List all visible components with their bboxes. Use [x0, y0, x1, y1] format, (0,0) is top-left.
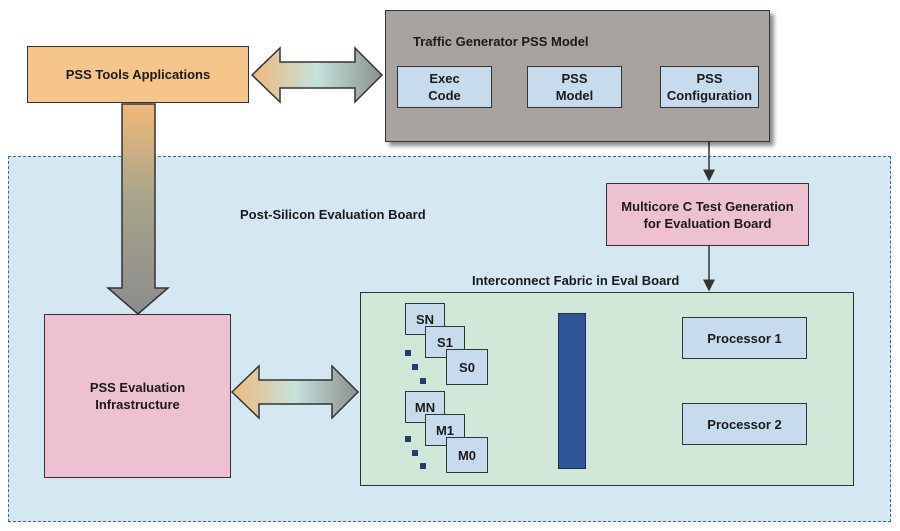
slave-s0-label: S0: [459, 359, 475, 375]
interconnect-fabric-label: Interconnect Fabric in Eval Board: [472, 273, 680, 288]
multicore-line1: Multicore C Test Generation: [621, 198, 794, 214]
pss-model-line2: Model: [555, 88, 594, 103]
slave-sn-label: SN: [415, 311, 435, 327]
processor-1-box: Processor 1: [682, 317, 807, 359]
processor-2-label: Processor 2: [707, 416, 782, 432]
evaluation-board-label: Post-Silicon Evaluation Board: [240, 207, 426, 222]
tools-traffic-double-arrow: [250, 46, 384, 104]
processor-2-box: Processor 2: [682, 403, 807, 445]
pss-tools-applications-label: PSS Tools Applications: [65, 67, 211, 82]
traffic-generator-box: Traffic Generator PSS Model Exec Code PS…: [385, 10, 770, 142]
pss-model-box: PSS Model: [527, 66, 622, 108]
exec-code-line2: Code: [428, 88, 461, 103]
master-mn-label: MN: [414, 399, 436, 415]
master-m0-label: M0: [457, 447, 477, 463]
master-m1-label: M1: [435, 422, 455, 438]
multicore-test-generation-box: Multicore C Test Generation for Evaluati…: [606, 183, 809, 246]
processor-1-label: Processor 1: [707, 330, 782, 346]
pss-tools-applications-box: PSS Tools Applications: [27, 46, 249, 103]
traffic-generator-title: Traffic Generator PSS Model: [413, 34, 589, 49]
pss-eval-line2: Infrastructure: [95, 397, 180, 412]
master-ellipsis-dot: [412, 450, 418, 456]
master-ellipsis-dot: [405, 436, 411, 442]
exec-code-box: Exec Code: [397, 66, 492, 108]
slave-ellipsis-dot: [412, 364, 418, 370]
slave-s0-box: S0: [446, 349, 488, 385]
slave-ellipsis-dot: [420, 378, 426, 384]
master-m0-box: M0: [446, 437, 488, 473]
pss-configuration-line1: PSS: [696, 71, 723, 86]
pss-configuration-box: PSS Configuration: [660, 66, 759, 108]
pss-evaluation-infrastructure-box: PSS Evaluation Infrastructure: [44, 314, 231, 478]
slave-s1-label: S1: [437, 334, 453, 350]
slave-ellipsis-dot: [405, 350, 411, 356]
master-ellipsis-dot: [420, 463, 426, 469]
pss-model-line1: PSS: [561, 71, 588, 86]
exec-code-line1: Exec: [429, 71, 460, 86]
master-m1-box: M1: [425, 414, 465, 446]
multicore-line2: for Evaluation Board: [643, 215, 772, 231]
pss-configuration-line2: Configuration: [666, 88, 753, 103]
pss-eval-line1: PSS Evaluation: [89, 380, 186, 395]
interconnect-bus-bar: [558, 313, 586, 469]
